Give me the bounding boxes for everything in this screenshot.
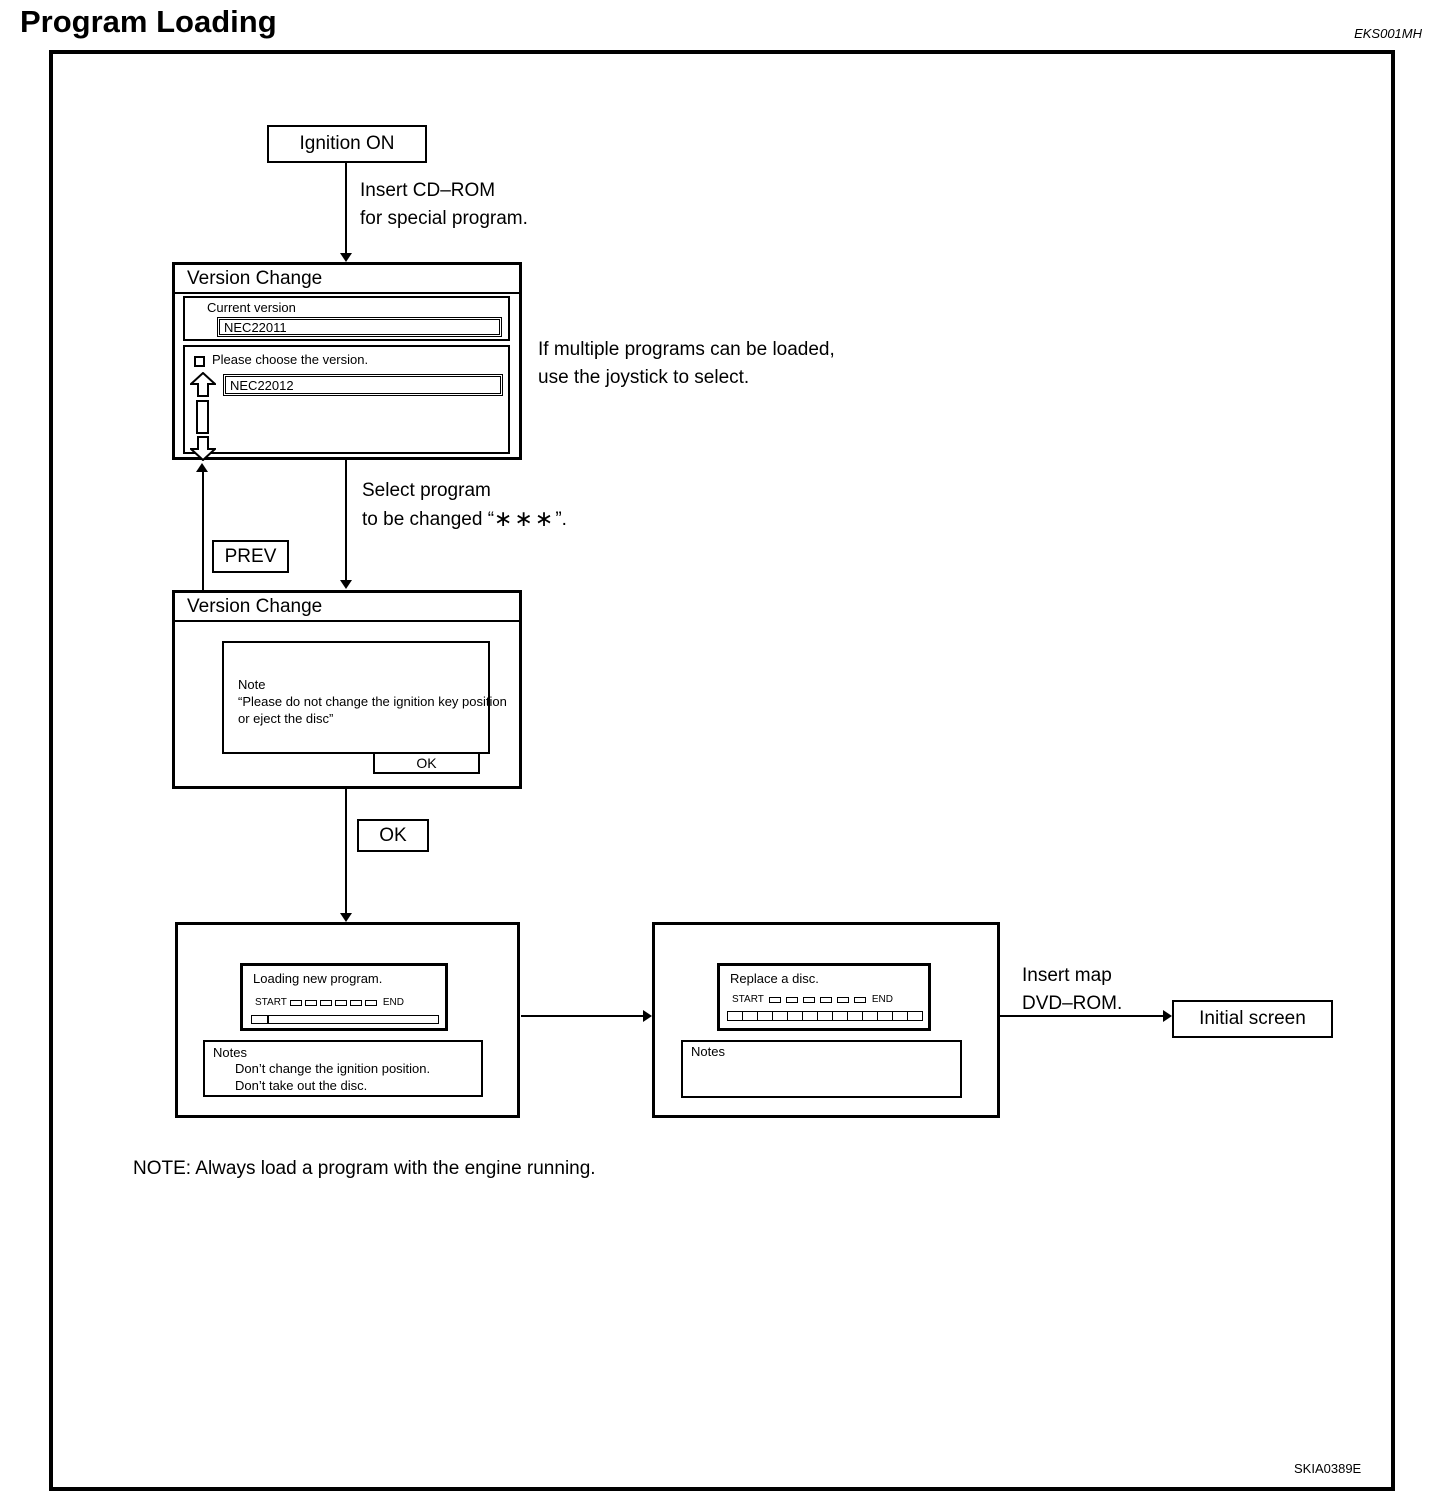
loading-note-line1: Don’t change the ignition position.	[235, 1061, 431, 1076]
choose-version-value: NEC22012	[223, 374, 503, 396]
loading-progress-bar	[251, 1015, 439, 1024]
arrow-select-to-confirm-head	[340, 580, 352, 589]
current-version-panel: Current version NEC22011	[183, 296, 510, 341]
confirm-ok-label: OK	[416, 755, 437, 771]
insert-dvd-label: Insert map DVD–ROM.	[1022, 962, 1122, 1018]
replace-notes-panel: Notes	[681, 1040, 962, 1098]
loading-end-label: END	[382, 997, 404, 1008]
arrow-confirm-to-loading-line	[345, 789, 347, 913]
current-version-label: Current version	[207, 300, 296, 315]
initial-screen-label: Initial screen	[1199, 1008, 1306, 1029]
select-program-line2: to be changed “∗∗∗”.	[362, 505, 567, 534]
version-confirm-titlebar: Version Change	[175, 593, 519, 622]
arrow-replace-to-initial-head	[1163, 1010, 1172, 1022]
insert-dvd-line2: DVD–ROM.	[1022, 993, 1123, 1014]
joystick-hint-line2: use the joystick to select.	[538, 367, 750, 388]
step-box	[319, 999, 332, 1006]
insert-cd-line2: for special program.	[360, 208, 528, 229]
figure-code: SKIA0389E	[1294, 1461, 1362, 1476]
initial-screen-node: Initial screen	[1172, 1000, 1333, 1038]
prev-label: PREV	[224, 545, 277, 567]
select-program-label: Select program to be changed “∗∗∗”.	[362, 477, 567, 534]
diagram-frame	[49, 50, 1395, 1491]
select-program-line1: Select program	[362, 480, 491, 501]
version-select-title: Version Change	[187, 267, 323, 289]
select-program-pre: to be changed “	[362, 509, 495, 530]
loading-notes-title: Notes	[213, 1045, 247, 1060]
loading-screen: Loading new program. START END Notes Don…	[175, 922, 520, 1118]
select-program-stars: ∗∗∗	[494, 506, 556, 531]
loading-message: Loading new program.	[253, 971, 383, 986]
replace-message: Replace a disc.	[730, 971, 819, 986]
step-box	[334, 999, 347, 1006]
replace-progress-steps: START END	[732, 994, 893, 1005]
step-box	[768, 996, 781, 1003]
ignition-on-node: Ignition ON	[267, 125, 427, 163]
footnote: NOTE: Always load a program with the eng…	[133, 1158, 596, 1179]
replace-progress-bar	[727, 1011, 923, 1021]
page-title: Program Loading	[20, 4, 277, 39]
current-version-value: NEC22011	[217, 317, 502, 337]
step-box	[349, 999, 362, 1006]
scroll-up-icon	[190, 372, 216, 397]
confirm-note-dialog: Note “Please do not change the ignition …	[222, 641, 507, 754]
step-box	[819, 996, 832, 1003]
loading-notes-text: Don’t change the ignition position. Don’…	[235, 1060, 430, 1094]
scroll-down-icon	[190, 436, 216, 461]
insert-dvd-line1: Insert map	[1022, 965, 1112, 986]
replace-end-label: END	[871, 994, 893, 1005]
ok-node: OK	[357, 819, 429, 852]
choose-version-panel: Please choose the version. NEC22012	[183, 345, 510, 461]
arrow-confirm-to-loading-head	[340, 913, 352, 922]
choose-bullet-icon	[194, 356, 205, 367]
arrow-prev-line	[202, 471, 204, 590]
arrow-prev-head	[196, 463, 208, 472]
progress-tick	[267, 1016, 269, 1023]
step-box	[853, 996, 866, 1003]
confirm-note-text: Note “Please do not change the ignition …	[238, 676, 507, 727]
joystick-hint-line1: If multiple programs can be loaded,	[538, 339, 835, 360]
arrow-loading-to-replace-line	[521, 1015, 643, 1017]
loading-message-panel: Loading new program. START END	[240, 963, 448, 1031]
prev-node: PREV	[212, 540, 289, 573]
select-program-post: ”.	[555, 509, 567, 530]
step-box	[304, 999, 317, 1006]
arrow-ignition-to-version-line	[345, 163, 347, 254]
replace-disc-screen: Replace a disc. START END Notes	[652, 922, 1000, 1118]
ignition-on-label: Ignition ON	[299, 133, 395, 154]
loading-progress-steps: START END	[255, 997, 404, 1008]
version-confirm-title: Version Change	[187, 595, 323, 617]
confirm-ok-button: OK	[373, 752, 480, 774]
step-box	[289, 999, 302, 1006]
arrow-replace-to-initial-line	[1000, 1015, 1164, 1017]
confirm-note-line1: “Please do not change the ignition key p…	[238, 694, 507, 709]
scroll-bar-shape	[196, 400, 209, 434]
insert-cd-label: Insert CD–ROM for special program.	[360, 177, 528, 233]
joystick-hint: If multiple programs can be loaded, use …	[538, 336, 835, 392]
choose-version-label: Please choose the version.	[212, 352, 369, 367]
arrow-select-to-confirm-line	[345, 460, 347, 580]
loading-note-line2: Don’t take out the disc.	[235, 1078, 368, 1093]
insert-cd-line1: Insert CD–ROM	[360, 180, 496, 201]
version-select-screen: Version Change Current version NEC22011 …	[172, 262, 522, 461]
replace-message-panel: Replace a disc. START END	[717, 963, 931, 1031]
loading-start-label: START	[255, 997, 287, 1008]
step-box	[802, 996, 815, 1003]
step-box	[836, 996, 849, 1003]
doc-code: EKS001MH	[1354, 26, 1422, 41]
arrow-ignition-to-version-head	[340, 253, 352, 262]
ok-node-label: OK	[379, 824, 407, 846]
loading-notes-panel: Notes Don’t change the ignition position…	[203, 1040, 483, 1097]
replace-notes-title: Notes	[691, 1044, 725, 1059]
arrow-loading-to-replace-head	[643, 1010, 652, 1022]
version-select-titlebar: Version Change	[175, 265, 519, 294]
step-box	[785, 996, 798, 1003]
confirm-note-title: Note	[238, 677, 266, 692]
step-box	[364, 999, 377, 1006]
version-confirm-screen: Version Change Note “Please do not chang…	[172, 590, 522, 789]
confirm-note-line2: or eject the disc”	[238, 711, 334, 726]
replace-start-label: START	[732, 994, 764, 1005]
